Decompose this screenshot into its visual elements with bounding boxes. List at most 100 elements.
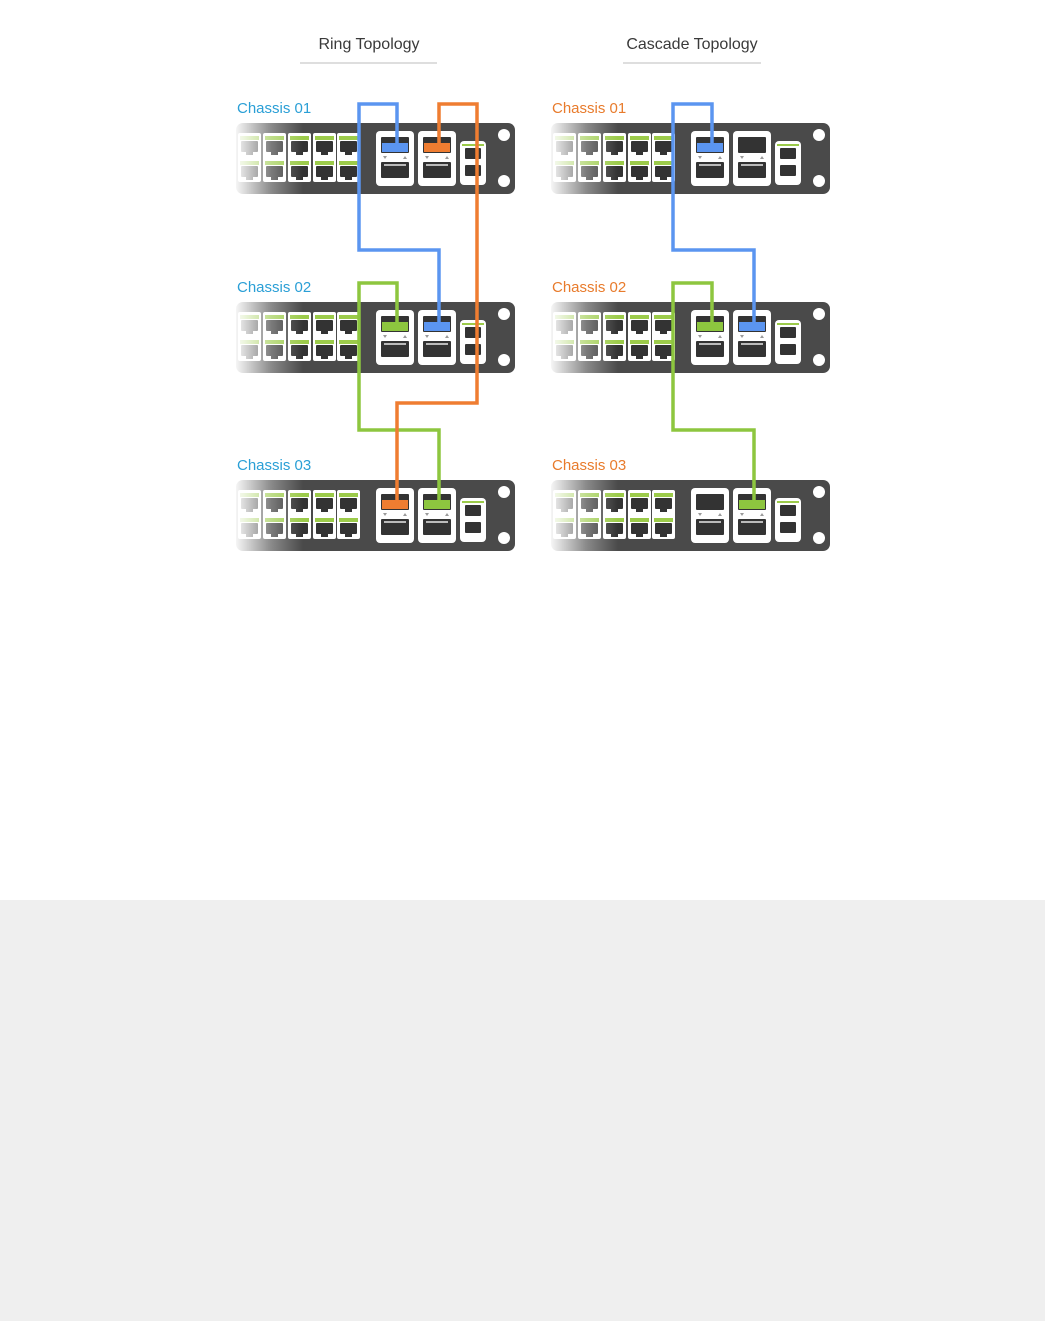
rj45-port — [631, 141, 648, 152]
mgmt-port-block — [460, 141, 486, 185]
cascade-chassis-3-switch — [548, 478, 830, 553]
rj45-port — [316, 320, 333, 331]
port-arrow-icon — [698, 156, 702, 159]
ring-switches — [233, 121, 515, 553]
mgmt-port — [780, 505, 796, 516]
edge-fade — [548, 478, 618, 553]
port-led — [315, 340, 334, 344]
rack-hole — [813, 486, 825, 498]
ring-link-3 — [395, 102, 479, 504]
rj45-tab — [345, 152, 352, 155]
rj45-port — [316, 345, 333, 356]
ring-topology-title: Ring Topology — [318, 36, 419, 53]
sfp-port-lip — [384, 521, 406, 523]
port-led — [630, 161, 649, 165]
rj45-tab — [636, 152, 643, 155]
rj45-tab — [321, 177, 328, 180]
port-led — [654, 136, 673, 140]
sfp-port-lip — [699, 343, 721, 345]
edge-fade — [548, 121, 618, 196]
rj45-tab — [345, 177, 352, 180]
rj45-tab — [636, 331, 643, 334]
mgmt-port-block — [460, 320, 486, 364]
port-arrow-icon — [403, 156, 407, 159]
mgmt-port-block — [775, 498, 801, 542]
cascade-topology-column: Cascade Topology Chassis 01 Chassis 02 C… — [548, 36, 830, 553]
rj45-tab — [636, 509, 643, 512]
port-led — [654, 315, 673, 319]
rack-hole — [498, 308, 510, 320]
rj45-port — [340, 141, 357, 152]
sfp-port-lip — [426, 343, 448, 345]
ring-link-1 — [357, 102, 441, 325]
mgmt-port — [465, 505, 481, 516]
sfp-cable-plug — [424, 500, 450, 509]
rj45-tab — [345, 534, 352, 537]
sfp-port-lip — [699, 521, 721, 523]
rj45-port — [631, 523, 648, 534]
port-led — [339, 340, 358, 344]
rj45-tab — [321, 509, 328, 512]
port-led — [777, 144, 799, 146]
sfp-port — [696, 494, 724, 510]
cascade-chassis-01-label: Chassis 01 — [552, 100, 626, 117]
rj45-tab — [660, 177, 667, 180]
sfp-port-lip — [699, 164, 721, 166]
sfp-port-lip — [426, 521, 448, 523]
rack-hole — [813, 175, 825, 187]
edge-fade — [233, 300, 303, 375]
port-led — [315, 493, 334, 497]
console-port — [780, 165, 796, 176]
port-arrow-icon — [760, 513, 764, 516]
rack-hole — [813, 532, 825, 544]
sfp-port-lip — [384, 164, 406, 166]
rj45-tab — [660, 331, 667, 334]
sfp-cable-plug — [424, 322, 450, 331]
rj45-tab — [660, 152, 667, 155]
rack-hole — [498, 129, 510, 141]
rj45-tab — [636, 356, 643, 359]
ring-chassis-3-switch — [233, 478, 515, 553]
rj45-port — [316, 523, 333, 534]
port-led — [339, 315, 358, 319]
rj45-tab — [345, 356, 352, 359]
sfp-cable-plug — [382, 500, 408, 509]
cascade-chassis-2-switch — [548, 300, 830, 375]
sfp-cable-plug — [382, 143, 408, 152]
rj45-port — [655, 141, 672, 152]
port-arrow-icon — [403, 335, 407, 338]
sfp-port-lip — [426, 164, 448, 166]
port-arrow-icon — [740, 335, 744, 338]
ring-chassis-1-switch — [233, 121, 515, 196]
port-led — [654, 340, 673, 344]
port-led — [339, 161, 358, 165]
sfp-cable-plug — [739, 500, 765, 509]
port-arrow-icon — [445, 335, 449, 338]
port-led — [777, 323, 799, 325]
rack-hole — [498, 486, 510, 498]
port-led — [630, 518, 649, 522]
rj45-tab — [321, 152, 328, 155]
rj45-port — [631, 345, 648, 356]
rack-hole — [498, 354, 510, 366]
rj45-tab — [321, 534, 328, 537]
mgmt-port-block — [460, 498, 486, 542]
edge-fade — [233, 478, 303, 553]
rj45-tab — [345, 331, 352, 334]
rj45-tab — [660, 356, 667, 359]
rack-hole — [813, 308, 825, 320]
console-port — [465, 522, 481, 533]
rj45-port — [340, 523, 357, 534]
port-led — [630, 340, 649, 344]
port-arrow-icon — [383, 156, 387, 159]
edge-fade — [548, 300, 618, 375]
port-led — [654, 518, 673, 522]
ring-cables — [357, 102, 479, 504]
sfp-port-lip — [741, 521, 763, 523]
port-arrow-icon — [425, 335, 429, 338]
port-led — [654, 161, 673, 165]
cascade-chassis-02-label: Chassis 02 — [552, 279, 626, 296]
ring-chassis-02-label: Chassis 02 — [237, 279, 311, 296]
sfp-cable-plug — [697, 143, 723, 152]
rj45-port — [631, 320, 648, 331]
